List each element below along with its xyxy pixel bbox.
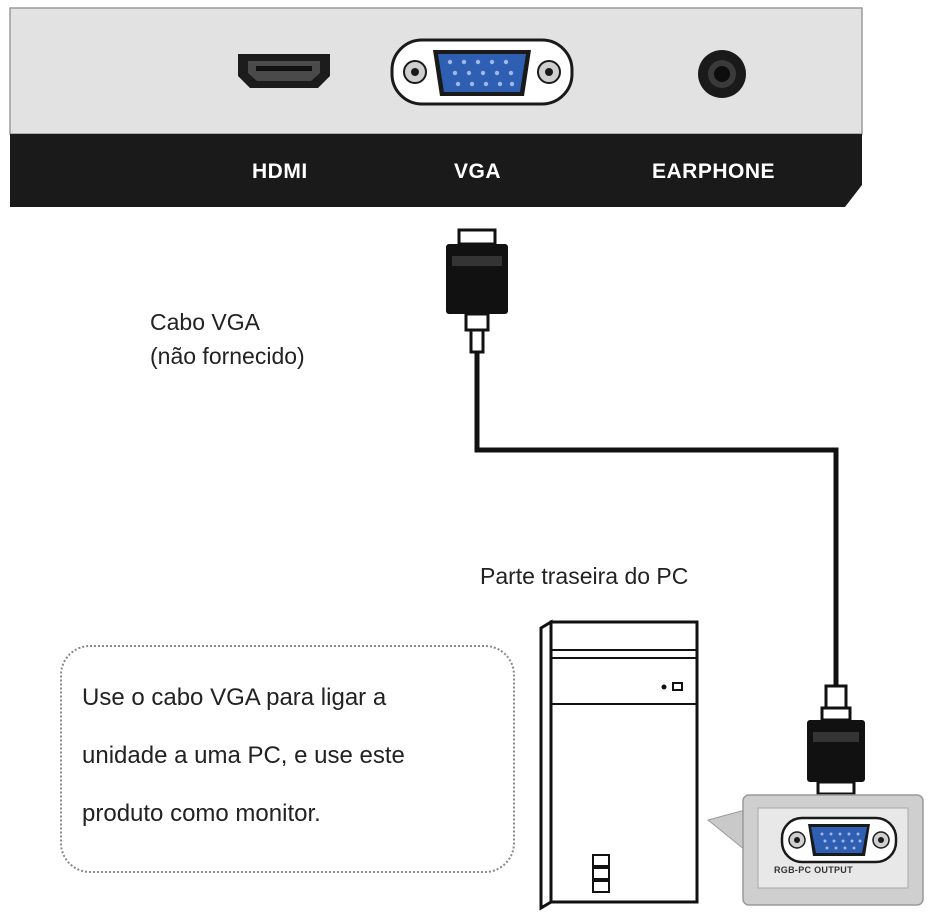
vga-port-icon bbox=[390, 38, 574, 106]
hdmi-port-icon bbox=[238, 54, 330, 88]
port-label-earphone: EARPHONE bbox=[652, 160, 776, 183]
pc-rear-label: Parte traseira do PC bbox=[480, 563, 689, 589]
earphone-jack-icon bbox=[698, 50, 746, 98]
cable-label: Cabo VGA (não fornecido) bbox=[150, 305, 305, 373]
cable-label-line2: (não fornecido) bbox=[150, 343, 305, 369]
instruction-note: Use o cabo VGA para ligar a unidade a um… bbox=[60, 645, 515, 873]
vga-cable-plug-bottom bbox=[807, 684, 865, 796]
cable-label-line1: Cabo VGA bbox=[150, 309, 260, 335]
note-line2: unidade a uma PC, e use este bbox=[82, 742, 405, 769]
instruction-note-text: Use o cabo VGA para ligar a unidade a um… bbox=[82, 669, 512, 843]
pc-tower-icon bbox=[539, 619, 699, 911]
port-label-vga: VGA bbox=[454, 160, 502, 183]
pc-vga-port-icon bbox=[780, 816, 898, 864]
port-label-hdmi: HDMI bbox=[252, 160, 308, 183]
vga-cable-plug-top bbox=[446, 228, 508, 354]
pc-port-label: RGB-PC OUTPUT bbox=[774, 865, 853, 875]
note-line3: produto como monitor. bbox=[82, 800, 321, 827]
vga-cable bbox=[474, 352, 839, 690]
note-line1: Use o cabo VGA para ligar a bbox=[82, 684, 387, 711]
